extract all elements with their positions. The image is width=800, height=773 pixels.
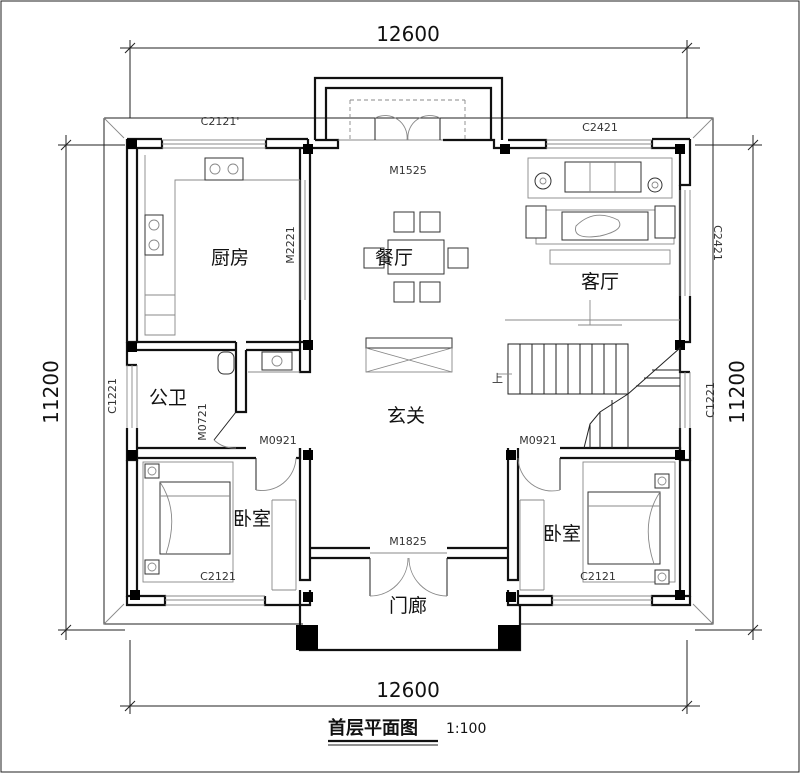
kitchen-counter: [144, 155, 300, 336]
living-furniture: [505, 157, 680, 326]
columns: [127, 139, 685, 650]
bed-right: [519, 461, 676, 591]
code-window-top-right: C2421: [582, 121, 618, 134]
bed-left: [142, 461, 297, 591]
code-door-kitchen: M2221: [284, 226, 297, 264]
code-door-bed-right: M0921: [519, 434, 557, 447]
dimension-lines: [58, 40, 762, 714]
code-window-right-mid: C1221: [704, 382, 717, 418]
room-label-dining: 餐厅: [375, 247, 413, 269]
dimension-right: 11200: [725, 360, 749, 424]
code-door-bed-left: M0921: [259, 434, 297, 447]
stair-up-label: 上: [492, 372, 503, 385]
code-door-bath: M0721: [196, 403, 209, 441]
room-label-porch: 门廊: [389, 595, 427, 617]
room-label-bedroom-left: 卧室: [233, 508, 271, 530]
code-window-bed-left: C2121: [200, 570, 236, 583]
room-label-kitchen: 厨房: [211, 247, 249, 269]
bathroom-fixtures: [217, 351, 300, 375]
code-window-right-upper: C2421: [711, 225, 724, 261]
room-label-bathroom: 公卫: [149, 387, 187, 409]
eave-outline: [103, 117, 714, 625]
code-window-top-left: C2121': [201, 115, 240, 128]
dimension-top: 12600: [376, 22, 440, 46]
dimension-bottom: 12600: [376, 678, 440, 702]
staircase: [497, 343, 681, 449]
code-window-bed-right: C2121: [580, 570, 616, 583]
windows: [126, 139, 691, 606]
code-window-left-mid: C1221: [106, 378, 119, 414]
room-label-bedroom-right: 卧室: [543, 523, 581, 545]
foyer-cabinet: [365, 337, 453, 373]
room-label-foyer: 玄关: [387, 405, 425, 427]
plan-title: 首层平面图: [328, 717, 418, 739]
code-door-front: M1825: [389, 535, 427, 548]
plan-scale: 1:100: [446, 721, 486, 737]
dimension-left: 11200: [39, 360, 63, 424]
room-label-living: 客厅: [581, 271, 619, 293]
code-door-top: M1525: [389, 164, 427, 177]
doors: [213, 99, 561, 597]
dining-table: [363, 211, 469, 303]
